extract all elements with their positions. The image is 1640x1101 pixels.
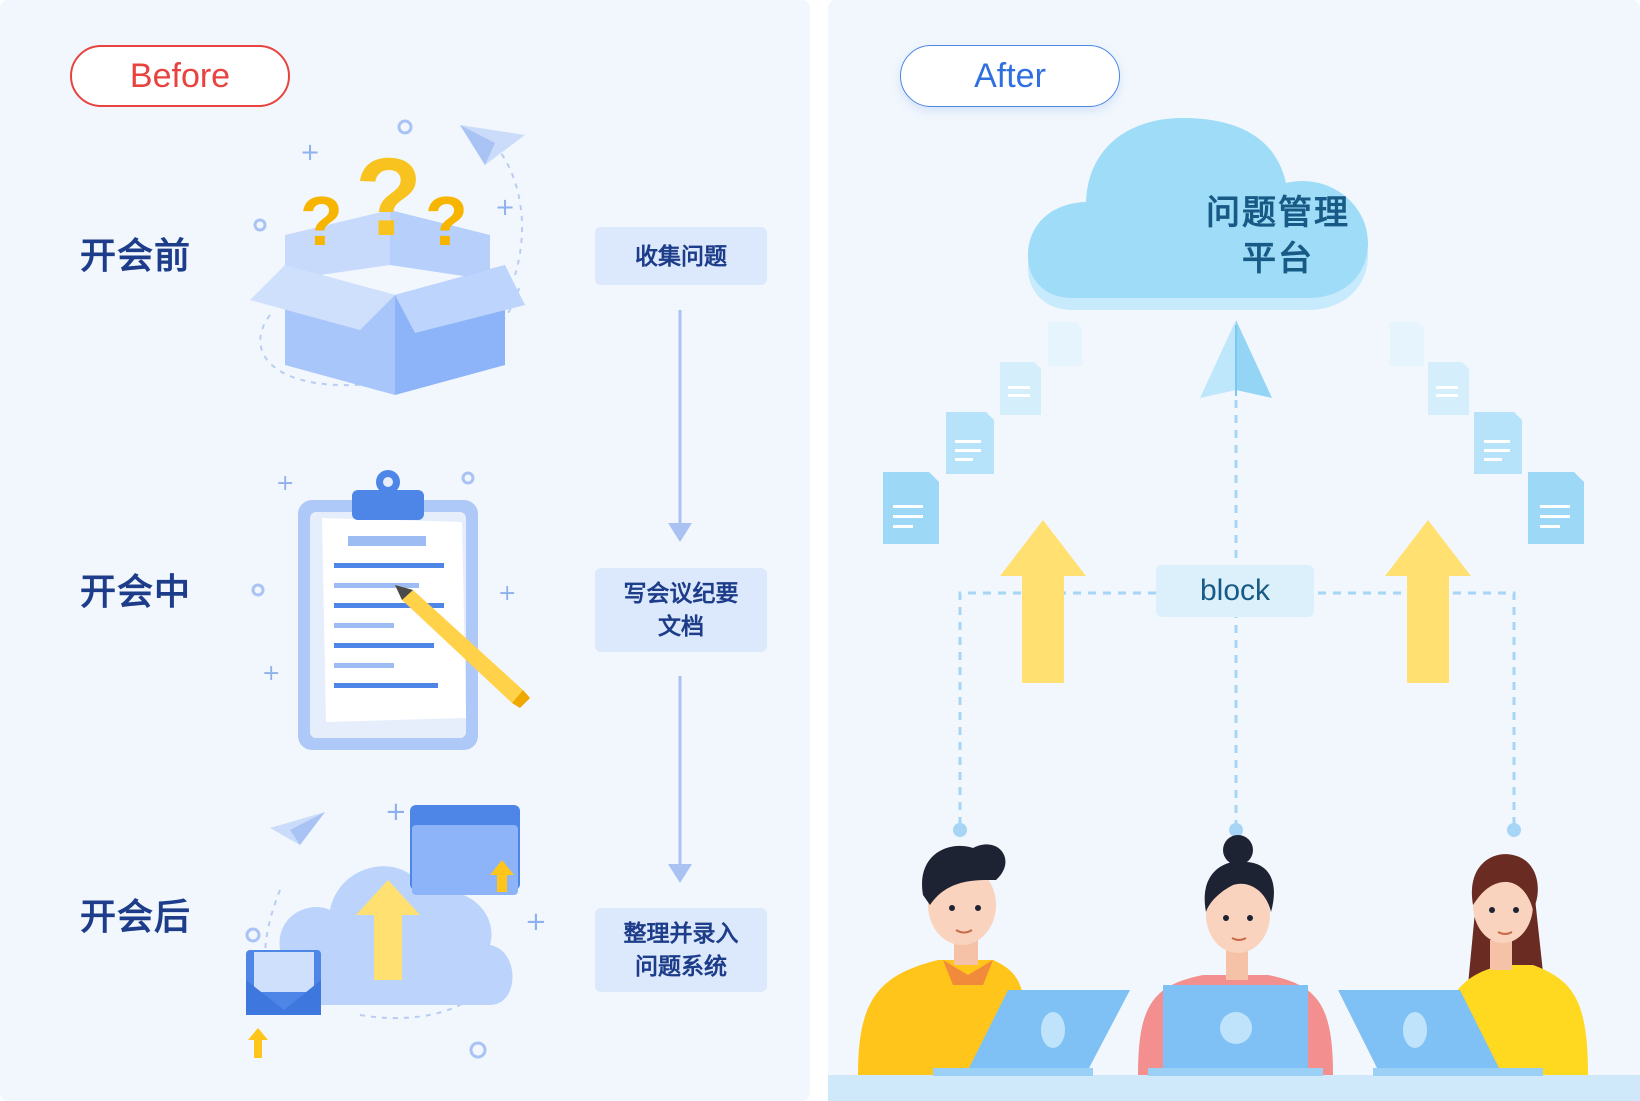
issue-platform-line-2: 平台	[1242, 240, 1314, 278]
stage-label-before-meeting: 开会前	[80, 235, 192, 276]
question-box-icon: ? ? ? + +	[250, 119, 525, 395]
cloud-upload-icon: + +	[245, 800, 547, 1059]
cloud-icon	[1028, 118, 1368, 310]
svg-text:+: +	[276, 471, 294, 496]
svg-text:+: +	[300, 138, 320, 166]
paper-plane-icon	[1200, 320, 1272, 398]
after-label: After	[900, 45, 1120, 107]
after-illustration	[828, 118, 1640, 1101]
up-arrow-icon	[1000, 520, 1086, 683]
svg-text:+: +	[498, 581, 516, 606]
folder-icon	[410, 805, 520, 895]
svg-text:?: ?	[300, 182, 343, 260]
step-collect-issues: 收集问题	[595, 227, 767, 285]
svg-text:+: +	[525, 907, 547, 937]
svg-text:+: +	[262, 661, 280, 686]
document-icon	[883, 322, 1082, 544]
stage-label-after-meeting: 开会后	[80, 896, 192, 937]
clipboard-icon: + + +	[251, 470, 530, 750]
before-label: Before	[70, 45, 290, 107]
svg-text:+: +	[385, 800, 407, 827]
after-panel: After 问题管理 平台 block	[828, 0, 1640, 1101]
flow-arrow-2	[668, 676, 692, 883]
paper-plane-icon	[270, 812, 325, 845]
laptop-icon	[1338, 990, 1543, 1076]
svg-text:?: ?	[425, 182, 468, 260]
issue-platform-line-1: 问题管理	[1206, 194, 1350, 232]
block-label: block	[1156, 565, 1314, 617]
svg-text:+: +	[495, 193, 515, 221]
step-write-minutes: 写会议纪要 文档	[595, 568, 767, 652]
step-write-minutes-text: 写会议纪要 文档	[623, 580, 739, 639]
issue-platform-label: 问题管理 平台	[1128, 190, 1428, 282]
step-enter-system-text: 整理并录入 问题系统	[623, 920, 739, 979]
laptop-icon	[1148, 985, 1323, 1076]
document-icon	[1390, 322, 1584, 544]
step-collect-issues-text: 收集问题	[635, 242, 727, 269]
stage-label-during-meeting: 开会中	[80, 571, 192, 612]
step-enter-system: 整理并录入 问题系统	[595, 908, 767, 992]
pencil-icon	[395, 585, 530, 708]
up-arrow-icon	[1385, 520, 1471, 683]
svg-text:?: ?	[355, 136, 422, 259]
laptop-icon	[933, 990, 1130, 1076]
flow-arrow-1	[668, 310, 692, 542]
before-panel: Before 开会前 开会中 开会后 收集问题 写会议纪要 文档 整理并录入 问…	[0, 0, 810, 1101]
envelope-icon	[246, 950, 321, 1015]
